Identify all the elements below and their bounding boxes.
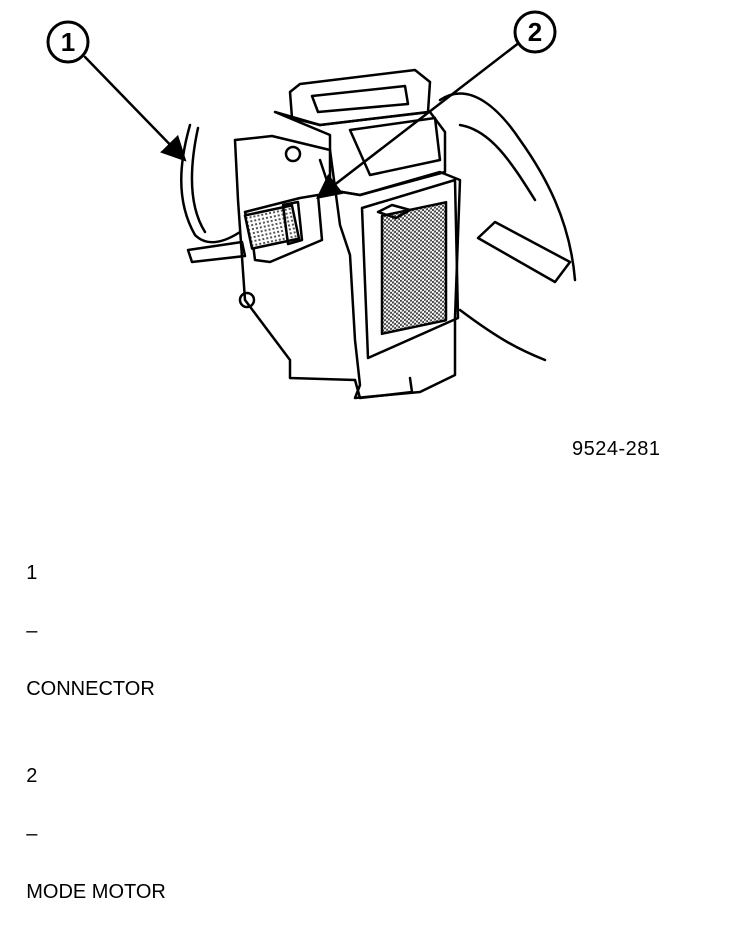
bottom-tab xyxy=(353,376,414,400)
side-panel-tab xyxy=(376,203,412,220)
housing-lower-right xyxy=(458,308,547,362)
top-outlet xyxy=(288,68,432,127)
mounting-boss-lower xyxy=(238,291,256,309)
legend-label: MODE MOTOR xyxy=(26,881,166,903)
wiring-harness-inner xyxy=(190,126,207,234)
technical-illustration: 1 2 xyxy=(46,10,577,400)
callout-1-number: 1 xyxy=(61,27,75,57)
housing-lower-body xyxy=(233,138,357,382)
legend: 1 – CONNECTOR 2 – MODE MOTOR xyxy=(4,530,166,936)
mode-motor-latch xyxy=(281,200,304,246)
side-panel-filter xyxy=(380,200,448,336)
mounting-boss-upper xyxy=(284,145,302,163)
legend-separator: – xyxy=(26,620,38,642)
callout-2: 2 xyxy=(513,10,557,54)
connector-clip xyxy=(186,240,247,264)
legend-label: CONNECTOR xyxy=(26,678,155,700)
callout-2-number: 2 xyxy=(528,17,542,47)
wiring-harness xyxy=(180,123,242,244)
duct-arm xyxy=(476,220,572,284)
callout-1: 1 xyxy=(46,20,90,64)
upper-housing-step xyxy=(348,116,442,177)
legend-item-connector: 1 – CONNECTOR xyxy=(4,530,166,733)
callout-1-leader xyxy=(83,55,187,162)
legend-number: 1 xyxy=(26,562,38,584)
top-outlet-opening xyxy=(310,84,410,114)
legend-separator: – xyxy=(26,823,38,845)
callout-2-leader xyxy=(316,40,522,200)
figure-id: 9524-281 xyxy=(572,438,661,460)
legend-item-mode-motor: 2 – MODE MOTOR xyxy=(4,733,166,936)
housing-curve-right xyxy=(458,123,537,202)
legend-number: 2 xyxy=(26,765,38,787)
side-panel xyxy=(360,178,460,360)
housing-outline-right xyxy=(438,92,577,282)
